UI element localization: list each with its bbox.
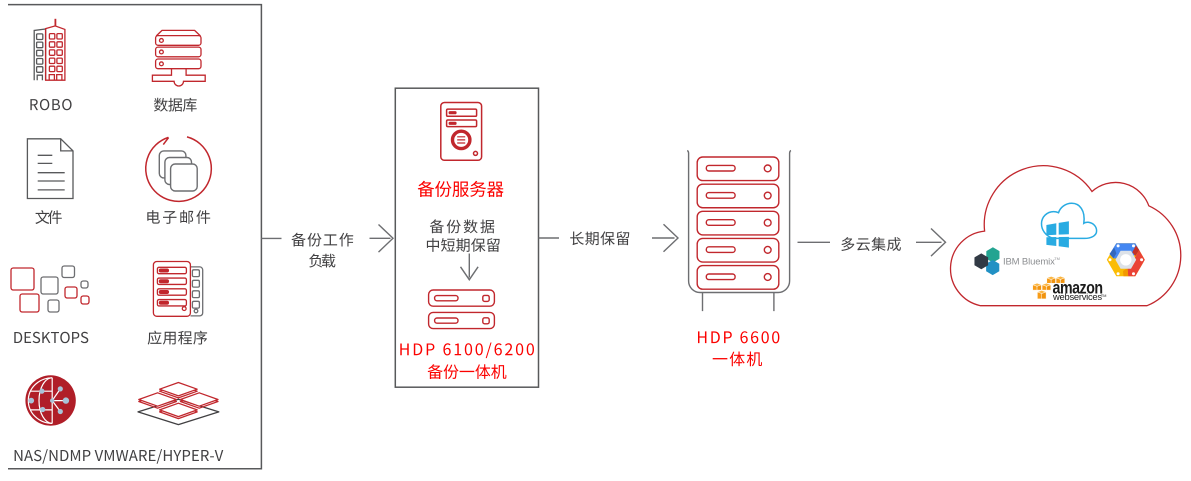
svg-text:amazon: amazon: [1053, 279, 1103, 298]
svg-text:TM: TM: [1054, 256, 1060, 261]
svg-text:TM: TM: [1101, 294, 1106, 298]
svg-text:webservices: webservices: [1052, 291, 1102, 302]
svg-text:IBM Bluemix: IBM Bluemix: [1003, 257, 1055, 268]
